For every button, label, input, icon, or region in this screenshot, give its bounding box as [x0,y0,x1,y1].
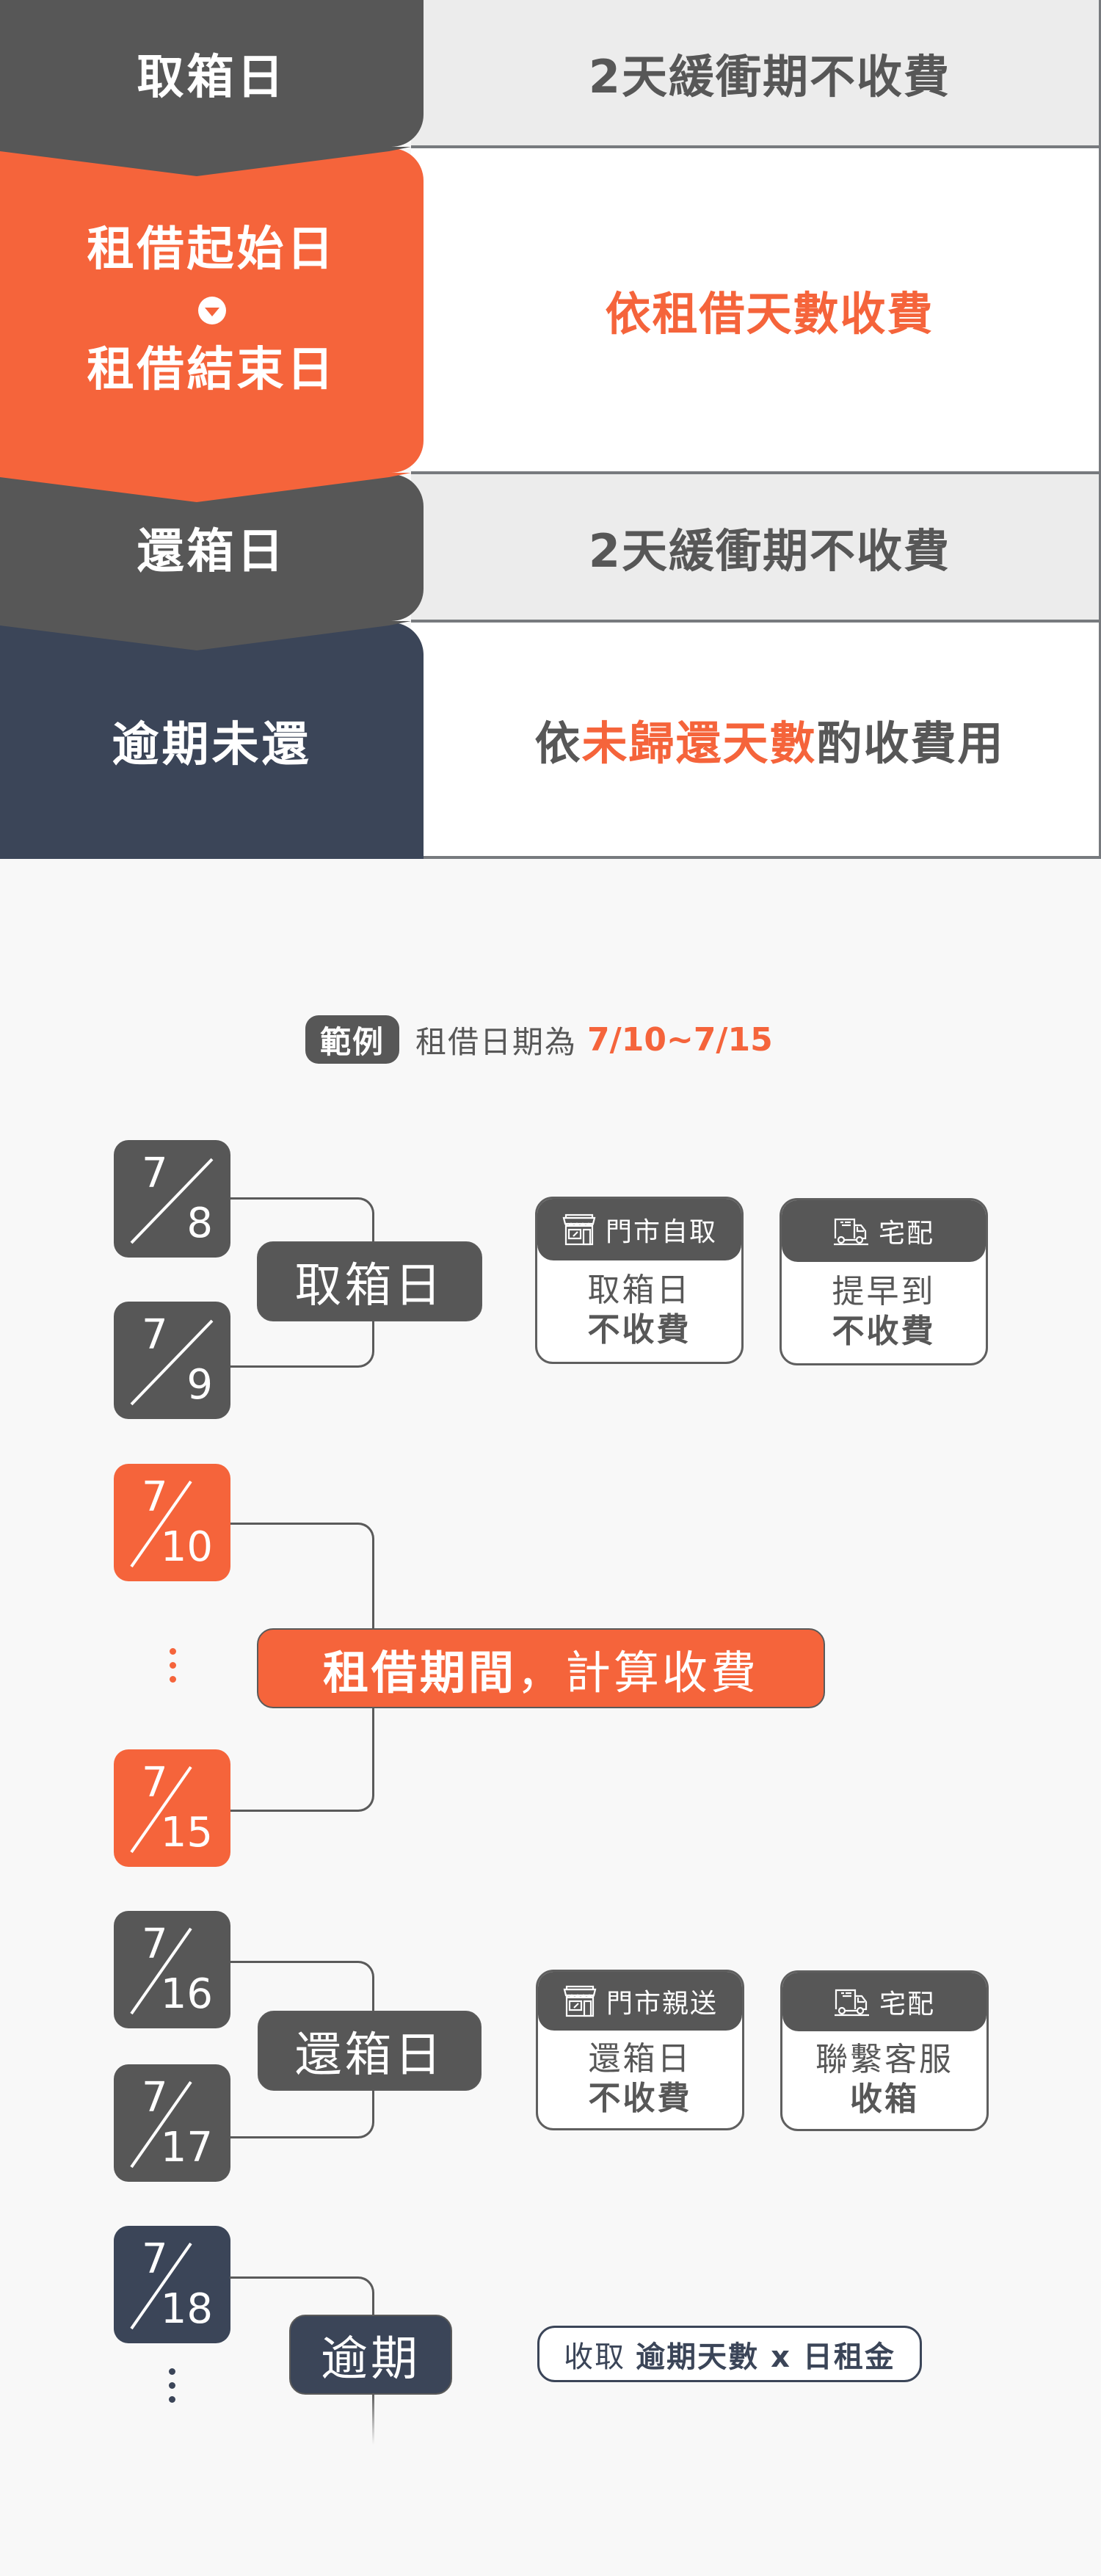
date-month: 7 [142,2235,168,2283]
card-home-delivery: 宅配 提早到 不收費 [780,1198,988,1365]
card-header: 門市自取 [537,1199,741,1260]
stage-pickup-label: 取箱日 [137,51,287,105]
date-day: 16 [160,1970,213,2018]
card-store-pickup: 門市自取 取箱日 不收費 [535,1197,744,1364]
date-month: 7 [142,1311,168,1359]
date-month: 7 [142,1473,168,1521]
card-home-pickup-return: 宅配 聯繫客服 收箱 [780,1970,989,2131]
fee-rule-rental: 依租借天數收費 [411,148,1101,474]
stage-pickup: 取箱日 [0,0,424,147]
delivery-truck-icon [834,1989,869,2017]
stage-return-label: 還箱日 [137,525,287,579]
step-label-rental-bold: 租借期間 [322,1645,517,1699]
card-line2: 不收費 [588,2080,692,2117]
step-label-pickup: 取箱日 [257,1241,482,1321]
bracket-connector [230,2276,374,2335]
date-day: 10 [160,1523,213,1571]
stage-rental-start-label: 租借起始日 [87,222,337,277]
card-line1: 提早到 [832,1273,936,1310]
card-header: 宅配 [782,1973,986,2031]
date-box-7-15: 7 15 [114,1749,230,1867]
fee-row-return: 2天緩衝期不收費 [0,474,1101,623]
date-day: 15 [160,1809,213,1857]
ellipsis-vertical-icon [169,1648,176,1683]
overdue-formula-bold: 逾期天數 x 日租金 [636,2340,895,2374]
fee-rule-pickup: 2天緩衝期不收費 [411,0,1101,148]
card-line1: 聯繫客服 [815,2041,953,2078]
overdue-formula: 收取 逾期天數 x 日租金 [537,2326,922,2382]
card-body: 還箱日 不收費 [538,2031,742,2119]
example-heading: 範例 租借日期為 7/10~7/15 [305,1015,773,1064]
fee-rule-overdue-suffix: 酌收費用 [816,716,1005,770]
card-body: 聯繫客服 收箱 [782,2031,986,2119]
card-title: 宅配 [878,1219,934,1249]
example-text: 租借日期為 [415,1023,578,1060]
ellipsis-vertical-icon [168,2368,175,2403]
card-line1: 還箱日 [588,2040,692,2078]
fee-rule-return: 2天緩衝期不收費 [411,474,1101,623]
example-badge: 範例 [305,1015,400,1064]
card-store-dropoff: 門市親送 還箱日 不收費 [536,1970,744,2130]
date-day: 9 [186,1361,213,1409]
arrow-down-circle-icon [197,297,226,324]
date-day: 8 [186,1200,213,1247]
fee-rule-overdue-prefix: 依 [534,716,582,770]
date-box-7-10: 7 10 [114,1464,230,1581]
date-month: 7 [142,1920,168,1968]
card-line1: 取箱日 [587,1271,691,1309]
stage-rental: 租借起始日 租借結束日 [0,148,424,473]
chevron-down-icon [0,147,411,176]
fee-row-overdue: 依未歸還天數酌收費用 [0,623,1101,859]
date-box-7-17: 7 17 [114,2064,230,2182]
chevron-down-icon [0,473,411,502]
fee-rule-overdue-highlight: 未歸還天數 [581,716,817,770]
step-label-rental-rest: ，計算收費 [517,1645,760,1699]
date-box-7-18: 7 18 [114,2226,230,2343]
card-body: 提早到 不收費 [782,1262,986,1352]
storefront-icon [563,1985,597,2017]
step-label-overdue: 逾期 [289,2315,452,2395]
card-body: 取箱日 不收費 [537,1260,741,1350]
chevron-down-icon [0,621,411,650]
storefront-icon [562,1213,596,1246]
date-month: 7 [142,1150,168,1197]
date-box-7-9: 7 9 [114,1302,230,1419]
date-day: 17 [160,2124,213,2172]
card-line2: 不收費 [587,1311,691,1349]
stage-overdue: 逾期未還 [0,623,424,859]
stage-overdue-label: 逾期未還 [112,718,312,772]
fading-line [372,2393,374,2445]
example-date-range: 7/10~7/15 [587,1020,773,1059]
fee-row-rental: 依租借天數收費 [0,148,1101,474]
delivery-truck-icon [833,1218,868,1246]
card-line2: 不收費 [832,1313,936,1350]
fee-row-pickup: 2天緩衝期不收費 [0,0,1101,148]
card-line2: 收箱 [850,2080,919,2118]
date-box-7-16: 7 16 [114,1911,230,2028]
date-day: 18 [160,2285,213,2333]
card-header: 宅配 [782,1200,986,1262]
stage-rental-end-label: 租借結束日 [87,343,337,397]
step-label-return: 還箱日 [258,2011,482,2091]
date-month: 7 [142,2074,168,2122]
step-label-rental: 租借期間，計算收費 [257,1628,825,1708]
fee-rules-table: 2天緩衝期不收費 依租借天數收費 2天緩衝期不收費 依未歸還天數酌收費用 取箱日… [0,0,1101,859]
overdue-formula-prefix: 收取 [564,2340,626,2374]
card-header: 門市親送 [538,1972,742,2031]
date-month: 7 [142,1759,168,1807]
fee-rule-overdue: 依未歸還天數酌收費用 [411,623,1101,859]
date-box-7-8: 7 8 [114,1140,230,1258]
card-title: 門市親送 [606,1989,718,2019]
card-title: 宅配 [879,1989,935,2020]
card-title: 門市自取 [605,1217,717,1247]
